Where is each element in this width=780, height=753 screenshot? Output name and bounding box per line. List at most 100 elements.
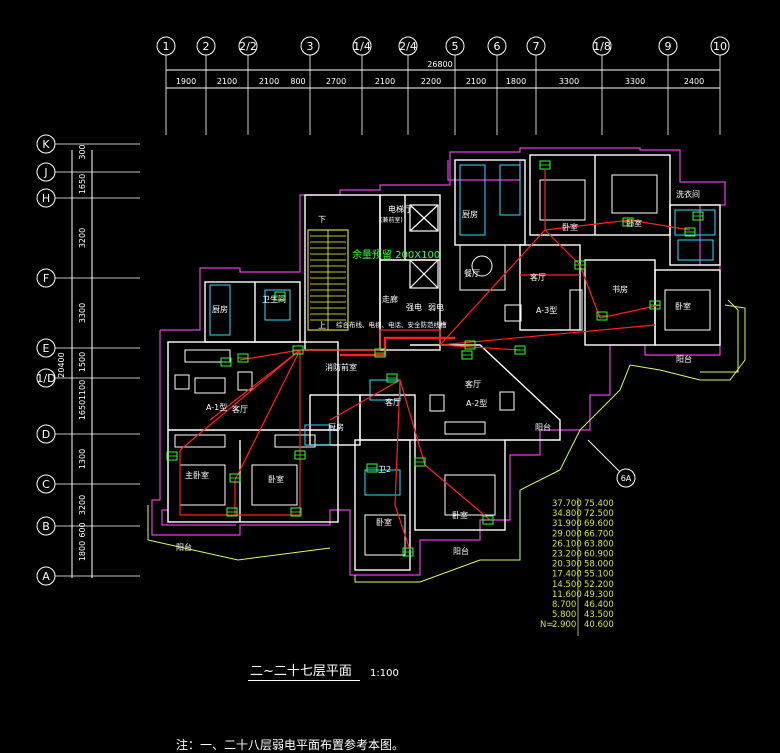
row-dim: 1500 [78, 352, 87, 372]
drawing-note: 注：一、二十八层弱电平面布置参考本图。 [176, 738, 405, 752]
elevation-value: 26.100 [552, 539, 582, 549]
row-dim: 3300 [78, 303, 87, 323]
elevation-value: 52.200 [584, 580, 614, 590]
elevation-value: 8.700 [552, 600, 576, 610]
elevator-hall-sub: (兼前室) [380, 216, 403, 224]
col-dim: 1800 [506, 77, 526, 86]
row-dim: 1650 [78, 400, 87, 420]
living-label-b: 客厅 [385, 397, 401, 407]
col-dim: 800 [290, 77, 305, 86]
row-dim: 3200 [78, 228, 87, 248]
elevation-value: 5.800 [552, 610, 576, 620]
elevation-value: 11.600 [552, 590, 582, 600]
drawing-title: 二~二十七层平面 [250, 664, 352, 679]
bedroom-label-b2: 卧室 [452, 510, 468, 520]
corridor-label: 走廊 [382, 294, 398, 304]
elevation-value: 46.400 [584, 600, 614, 610]
row-axis-label: C [42, 478, 50, 491]
toilet-label-a: 卫生间 [262, 294, 286, 304]
bedroom-label-c: 卧室 [562, 222, 578, 232]
room-labels: 电梯厅 (兼前室) 下 上 走廊 强电 弱电 消防前室 厨房 卫生间 厨房 卫2… [176, 189, 700, 556]
living-label-a: 客厅 [232, 404, 248, 414]
living-label-c: 客厅 [530, 272, 546, 282]
shaft-power-label: 强电 [406, 302, 422, 312]
axis-marker-6a: 6A [587, 439, 636, 488]
balcony-label-b: 阳台 [453, 546, 469, 556]
kitchen-label-b: 厨房 [328, 422, 344, 432]
unit-a-label: A-1型 [206, 403, 227, 412]
col-axis-label: 1/4 [353, 40, 371, 53]
col-dim: 2100 [375, 77, 395, 86]
toilet-label-b: 卫2 [378, 465, 391, 474]
elevation-value: 14.500 [552, 580, 582, 590]
master-bedroom-label: 主卧室 [185, 470, 209, 480]
bedroom-label-c3: 卧室 [675, 301, 691, 311]
stair-down-label: 下 [318, 215, 326, 224]
row-dim: 1650 [78, 174, 87, 194]
elevation-value: 49.300 [584, 590, 614, 600]
col-axis-label: 2 [203, 40, 210, 53]
row-dimensions: 3001650320033001500110016501300320060018… [78, 144, 87, 561]
row-dim: 1100 [78, 380, 87, 400]
unit-b-label: A-2型 [466, 399, 487, 408]
col-dim: 2400 [684, 77, 704, 86]
row-axis-label: B [42, 520, 50, 533]
col-axis-label: 2/4 [399, 40, 417, 53]
elevation-prefix: N= [540, 620, 553, 630]
row-axis-label: K [42, 138, 50, 151]
col-axis-label: 1/8 [593, 40, 611, 53]
kitchen-label-a: 厨房 [212, 304, 228, 314]
riser-thick [340, 336, 455, 357]
col-axis-label: 1 [163, 40, 170, 53]
elevation-value: 37.700 [552, 499, 582, 509]
elevation-value: 69.600 [584, 519, 614, 529]
interior-walls [167, 154, 721, 571]
elevator-hall-label: 电梯厅 [388, 204, 412, 214]
row-axis-label: 1/D [36, 372, 55, 385]
total-height-dim: 20400 [57, 352, 66, 377]
balcony-lines [147, 299, 746, 583]
elevation-value: 63.800 [584, 539, 614, 549]
elevation-value: 20.300 [552, 560, 582, 570]
elevation-value: 43.500 [584, 610, 614, 620]
elevation-value: 2.900 [552, 620, 576, 630]
unit-c-label: A-3型 [536, 306, 557, 315]
row-dim: 1300 [78, 449, 87, 469]
elevation-value: 58.000 [584, 560, 614, 570]
col-dim: 2100 [466, 77, 486, 86]
balcony-label-d: 阳台 [676, 354, 692, 364]
col-axis-label: 7 [533, 40, 540, 53]
elevation-value: 40.600 [584, 620, 614, 630]
row-dim: 300 [78, 144, 87, 159]
elevation-value: 23.200 [552, 550, 582, 560]
col-dim: 2700 [326, 77, 346, 86]
furniture [174, 174, 711, 556]
col-axis-label: 5 [452, 40, 459, 53]
elevation-value: 66.700 [584, 529, 614, 539]
reserve-annotation: 余量预留 200X100 [352, 248, 440, 261]
axis-marker-label: 6A [621, 474, 632, 483]
col-axis-label: 6 [494, 40, 501, 53]
total-width-dim: 26800 [427, 60, 452, 69]
staircase [307, 229, 349, 331]
balcony-label-c: 阳台 [535, 422, 551, 432]
row-axis-label: F [43, 272, 49, 285]
bedroom-label-b: 卧室 [376, 517, 392, 527]
row-dim: 600 [78, 522, 87, 537]
elevation-value: 55.100 [584, 570, 614, 580]
col-axis-label: 2/2 [239, 40, 257, 53]
cable-runs [179, 170, 691, 551]
dining-label: 餐厅 [464, 269, 480, 278]
elevators [409, 204, 439, 289]
row-axis-label: J [43, 166, 47, 179]
left-dimension: 20400 3001650320033001500110016501300320… [57, 144, 93, 578]
col-dim: 3300 [625, 77, 645, 86]
study-label: 书房 [612, 284, 628, 294]
shaft-weak-label: 弱电 [428, 302, 444, 312]
